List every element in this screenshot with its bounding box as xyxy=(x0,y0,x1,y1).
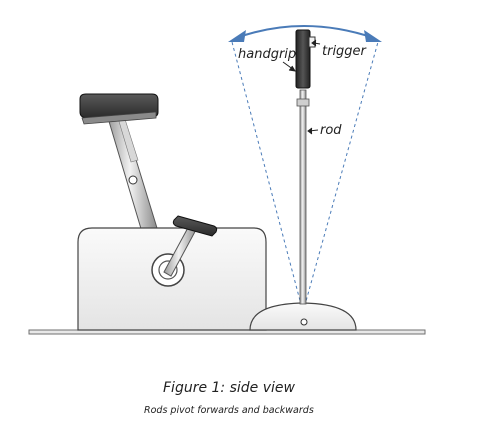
seat xyxy=(79,93,159,125)
swing-arc-path xyxy=(235,25,375,39)
pivot-icon xyxy=(300,318,308,326)
rod-collar xyxy=(296,98,310,107)
trigger-label: trigger xyxy=(322,44,368,59)
leader-arrows xyxy=(282,39,321,135)
seat-post xyxy=(107,113,158,233)
seat-knob-icon xyxy=(128,175,138,185)
forward-swing-line xyxy=(302,41,379,313)
rod xyxy=(296,89,310,305)
caption-subtitle: Rods pivot forwards and backwards xyxy=(144,405,314,416)
handgrip xyxy=(295,29,316,89)
right-arrow-icon xyxy=(364,30,382,42)
pedal xyxy=(172,215,218,237)
caption-title: Figure 1: side view xyxy=(163,380,296,396)
left-arrow-icon xyxy=(228,30,246,42)
handgrip-label: handgrip xyxy=(238,47,296,62)
swing-range-lines xyxy=(231,41,379,313)
crank-assembly xyxy=(151,215,218,287)
rod-label: rod xyxy=(320,123,342,138)
back-swing-line xyxy=(231,41,304,313)
swing-arc xyxy=(228,25,382,42)
rod-base xyxy=(249,302,357,331)
